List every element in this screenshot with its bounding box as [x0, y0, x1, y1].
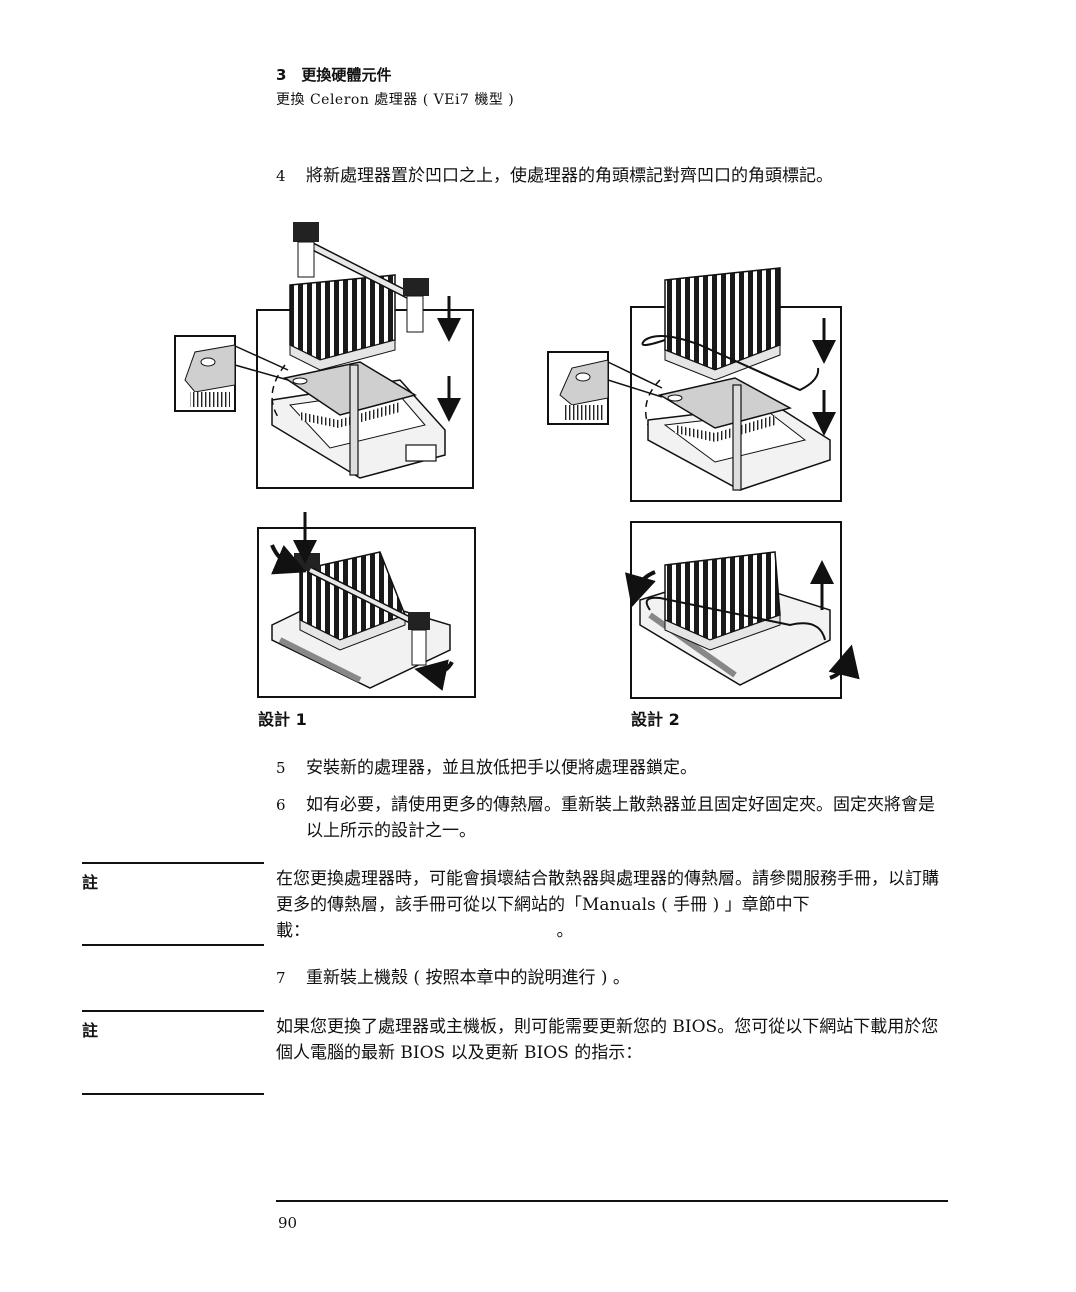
- step-number: 5: [276, 759, 286, 777]
- note-text: 在您更換處理器時，可能會損壞結合散熱器與處理器的傳熱層。請參閱服務手冊，以訂購更…: [276, 869, 939, 941]
- step-text: 將新處理器置於凹口之上，使處理器的角頭標記對齊凹口的角頭標記。: [306, 166, 833, 186]
- step-number: 7: [276, 969, 286, 987]
- note-label: 註: [82, 1021, 99, 1040]
- design-2-top-panel: [630, 267, 842, 502]
- note-rule-bottom: [82, 944, 264, 946]
- note-rule-top: [82, 1010, 264, 1012]
- design-1-bottom-panel: [257, 512, 476, 698]
- note-label: 註: [82, 873, 99, 892]
- page-number: 90: [278, 1214, 298, 1232]
- note-rule-top: [82, 862, 264, 864]
- footer-rule: [276, 1200, 948, 1202]
- design-2-bottom-panel: [625, 521, 860, 699]
- step-number: 6: [276, 796, 286, 814]
- figure-caption-design-2: 設計 2: [631, 710, 680, 729]
- step-4: 4 將新處理器置於凹口之上，使處理器的角頭標記對齊凹口的角頭標記。: [276, 163, 948, 189]
- note-rule-bottom: [82, 1093, 264, 1095]
- step-7: 7 重新裝上機殼 ( 按照本章中的說明進行 ) 。: [276, 965, 948, 991]
- note-text: 如果您更換了處理器或主機板，則可能需要更新您的 BIOS。您可從以下網站下載用於…: [276, 1017, 939, 1063]
- step-number: 4: [276, 167, 286, 185]
- design-2-corner-detail: [547, 351, 663, 425]
- step-5: 5 安裝新的處理器，並且放低把手以便將處理器鎖定。: [276, 755, 948, 781]
- chapter-heading: 3 更換硬體元件: [276, 66, 392, 84]
- step-text: 安裝新的處理器，並且放低把手以便將處理器鎖定。: [306, 758, 697, 778]
- figure-caption-design-1: 設計 1: [258, 710, 307, 729]
- step-text: 如有必要，請使用更多的傳熱層。重新裝上散熱器並且固定好固定夾。固定夾將會是以上所…: [306, 795, 935, 841]
- step-6: 6 如有必要，請使用更多的傳熱層。重新裝上散熱器並且固定好固定夾。固定夾將會是以…: [276, 792, 948, 844]
- design-1-top-panel: [256, 222, 474, 489]
- section-heading: 更換 Celeron 處理器 ( VEi7 機型 ): [276, 92, 515, 108]
- step-text: 重新裝上機殼 ( 按照本章中的說明進行 ) 。: [306, 968, 630, 988]
- design-1-corner-detail: [174, 335, 289, 412]
